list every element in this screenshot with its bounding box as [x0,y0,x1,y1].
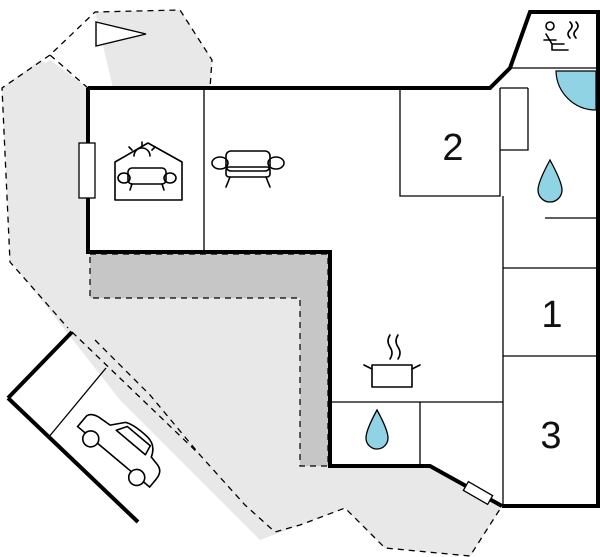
room-label-1: 1 [541,294,562,336]
exterior-walls [86,10,600,508]
conservatory-sofa-icon [114,141,183,201]
kitchen-pot-icon [363,334,421,388]
sauna-icon [543,21,579,51]
interior-walls [203,67,598,506]
terrace-outline-left [1,54,69,329]
sofa-icon [211,150,285,188]
north-arrow-icon [95,21,147,47]
interior [88,12,598,506]
room-label-3: 3 [540,415,561,457]
terrace-outline [49,9,213,89]
door-icon [462,480,494,506]
window-icon [78,142,96,199]
water-drop-icon [537,158,563,203]
shower-area [555,70,597,111]
car-icon [76,413,161,488]
covered-area [89,253,329,467]
carport [6,330,201,524]
water-drop-icon [365,408,389,450]
terrace-outline-bottom [94,339,503,557]
room-label-2: 2 [442,127,463,169]
